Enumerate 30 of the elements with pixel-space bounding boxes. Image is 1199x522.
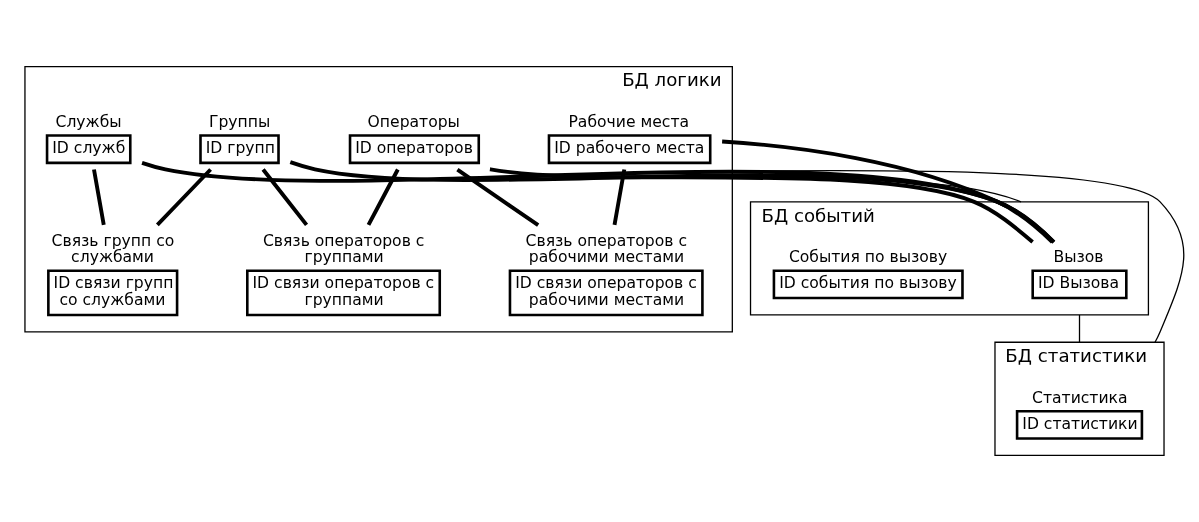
node-label: Рабочие места (568, 113, 690, 132)
node-box: ID групп (199, 134, 280, 165)
node-box: ID связи групп со службами (47, 269, 179, 317)
connector (261, 168, 309, 227)
connector (1078, 314, 1081, 343)
connector (366, 168, 400, 226)
connector (92, 169, 106, 226)
connector (155, 168, 212, 227)
node-box: ID связи операторов с рабочими местами (508, 269, 704, 317)
node-label: Вызов (1053, 248, 1104, 267)
connector (722, 139, 1054, 244)
node-label: Группы (208, 113, 271, 132)
node-box: ID статистики (1015, 409, 1144, 440)
connector (488, 167, 1034, 244)
connector (456, 167, 540, 227)
node-label: События по вызову (788, 248, 948, 267)
node-box: ID служб (45, 134, 132, 165)
node-box: ID связи операторов с группами (246, 269, 442, 317)
node-label: Статистика (1032, 388, 1128, 407)
connector (612, 169, 627, 226)
node-box: ID рабочего места (547, 134, 712, 165)
node-label: Операторы (367, 113, 460, 132)
node-box: ID операторов (348, 134, 481, 165)
node-label: Связь операторов с группами (262, 231, 425, 267)
node-label: Связь групп со службами (51, 231, 175, 267)
node-box: ID события по вызову (772, 269, 964, 300)
connector (141, 160, 1056, 244)
node-label: Службы (55, 113, 122, 132)
node-label: Связь операторов с рабочими местами (525, 231, 688, 267)
node-box: ID Вызова (1031, 269, 1128, 300)
